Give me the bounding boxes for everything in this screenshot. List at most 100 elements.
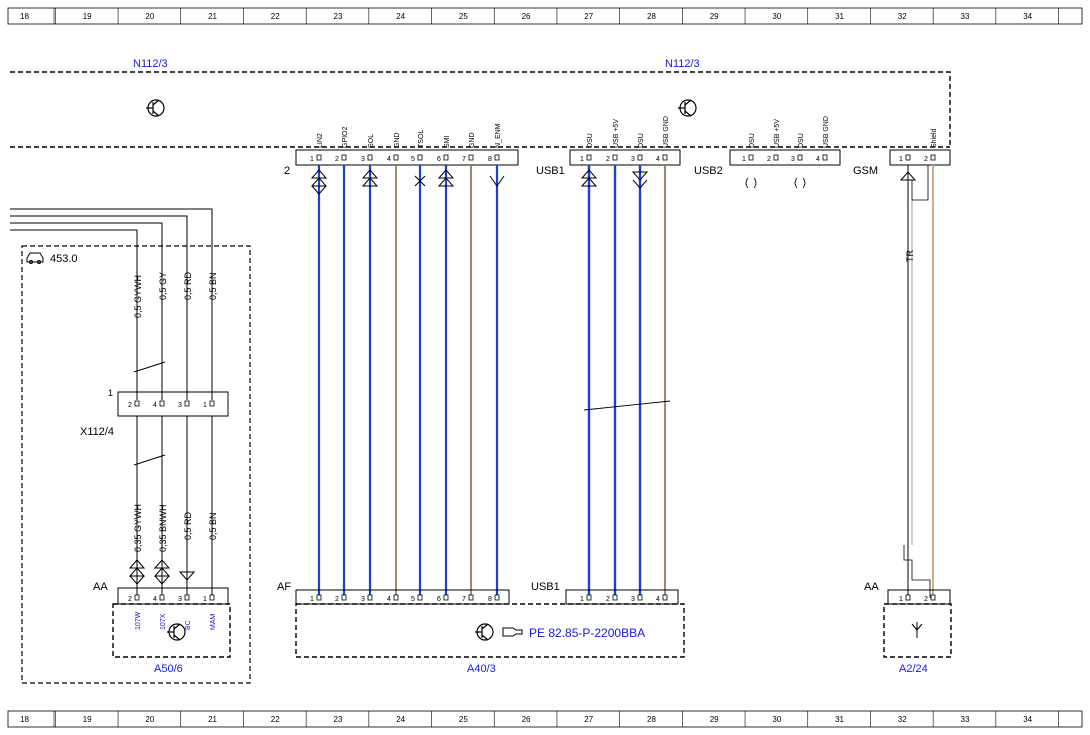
pin-contact — [209, 594, 215, 601]
wire-label: 0,35 GYWH — [133, 504, 143, 552]
ruler-number: 31 — [835, 12, 844, 21]
ruler-number: 25 — [459, 715, 468, 724]
pin-number: 2 — [606, 596, 610, 603]
pin-contact — [367, 594, 373, 601]
a50-module-outline — [112, 603, 231, 658]
connector-name: AA — [864, 581, 879, 593]
ruler-number: 32 — [898, 12, 907, 21]
a2-label: A2/24 — [899, 663, 928, 675]
pin-signal: USB GND — [663, 116, 670, 148]
pin-contact — [316, 594, 322, 601]
ruler-number: 23 — [334, 715, 343, 724]
connector-name: AF — [277, 581, 291, 593]
ruler-number: 30 — [772, 715, 781, 724]
pin-number: 4 — [656, 596, 660, 603]
pin-signal: LIN2 — [317, 133, 324, 148]
pin-signal: TSOL — [418, 130, 425, 148]
n112-left-label: N112/3 — [133, 58, 168, 70]
pin-contact — [494, 154, 500, 161]
pin-signal: DSU — [587, 133, 594, 148]
wire-label: 0,5 GYWH — [133, 275, 143, 318]
pin-contact — [417, 594, 423, 601]
ruler-number: 33 — [961, 12, 970, 21]
wires-gsm — [903, 165, 934, 598]
a40-module-outline — [295, 603, 685, 658]
transistor-icon — [146, 99, 165, 117]
wire-label: 0,5 GY — [158, 272, 168, 300]
pin-number: 1 — [742, 156, 746, 163]
pin-contact — [586, 154, 592, 161]
pin-signal: GPIO2 — [342, 126, 349, 148]
wires-connector-2 — [317, 165, 499, 598]
wires-usb1 — [583, 165, 671, 598]
pin-signal: USB GND — [823, 116, 830, 148]
wire-label: 0,35 BNWH — [158, 504, 168, 552]
ruler-number: 27 — [584, 715, 593, 724]
reference-link[interactable]: PE 82.85-P-2200BBA — [529, 626, 645, 640]
pin-number: 1 — [580, 596, 584, 603]
pin-number: 4 — [153, 402, 157, 409]
pin-signal: DSU — [798, 133, 805, 148]
pin-contact — [341, 154, 347, 161]
arrow-markers — [310, 169, 505, 195]
pin-number: 3 — [178, 596, 182, 603]
pin-contact — [159, 400, 165, 407]
transistor-icon — [167, 623, 186, 641]
pin-number: 6 — [437, 156, 441, 163]
pin-number: 1 — [310, 596, 314, 603]
arrow-markers — [580, 169, 649, 189]
pin-contact — [134, 400, 140, 407]
pin-contact — [443, 594, 449, 601]
ruler-number: 24 — [396, 12, 405, 21]
pin-number: 2 — [335, 156, 339, 163]
ruler-number: 28 — [647, 715, 656, 724]
n112-module-outline — [10, 71, 951, 148]
ruler-number: 22 — [271, 12, 280, 21]
wire-label-tr: TR — [905, 250, 915, 262]
connector-name: 2 — [284, 165, 290, 177]
pin-contact — [184, 400, 190, 407]
a50-wires — [133, 416, 213, 598]
pin-contact — [209, 400, 215, 407]
pin-contact — [773, 154, 779, 161]
ruler-number: 23 — [334, 12, 343, 21]
pin-number: 3 — [361, 596, 365, 603]
model-453-outline — [21, 245, 251, 684]
pin-number: 4 — [387, 596, 391, 603]
wire-label: 0,5 RD — [183, 511, 193, 540]
transistor-icon — [678, 99, 697, 117]
pin-signal: Shield — [931, 128, 938, 148]
transistor-icon — [475, 623, 494, 641]
ruler-number: 34 — [1023, 12, 1032, 21]
pin-contact — [637, 594, 643, 601]
arrow-markers — [128, 559, 196, 585]
a2-connector: AA 1 2 — [864, 581, 951, 605]
connector-name: USB1 — [536, 165, 565, 177]
ruler-number: 30 — [772, 12, 781, 21]
wire-label: 0,5 BN — [208, 272, 218, 300]
pin-contact — [316, 154, 322, 161]
pin-signal: DSU — [638, 133, 645, 148]
pin-contact — [341, 594, 347, 601]
pin-number: 8 — [488, 596, 492, 603]
pin-number: 3 — [631, 156, 635, 163]
pin-signal: GND — [394, 132, 401, 148]
pin-number: 2 — [767, 156, 771, 163]
car-icon — [26, 252, 44, 264]
pin-contact — [468, 594, 474, 601]
pin-number: 2 — [924, 596, 928, 603]
pin-number: 1 — [899, 596, 903, 603]
pin-number: 2 — [335, 596, 339, 603]
pin-number: 1 — [203, 596, 207, 603]
ruler-number: 29 — [710, 12, 719, 21]
pin-signal: 107X — [160, 613, 167, 630]
ruler-number: 32 — [898, 715, 907, 724]
ruler-number: 28 — [647, 12, 656, 21]
pin-contact — [822, 154, 828, 161]
pin-number: 2 — [128, 402, 132, 409]
